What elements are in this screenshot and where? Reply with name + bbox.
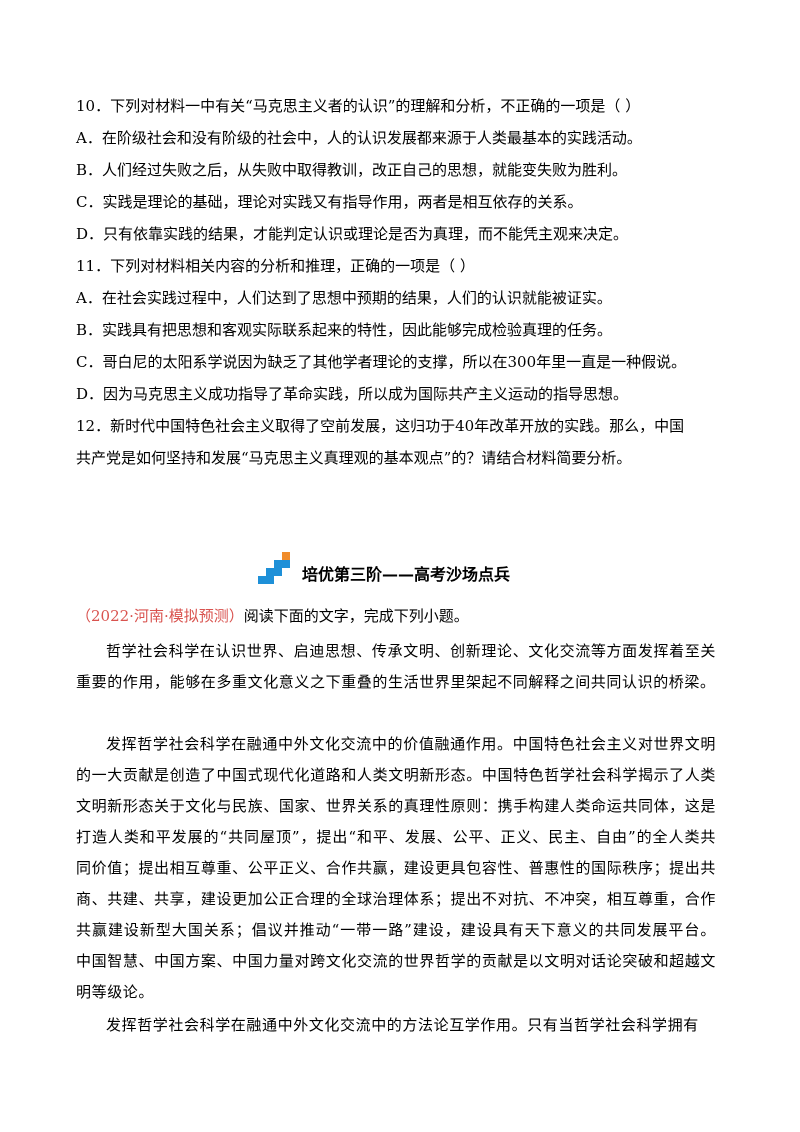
- stair-blocks-icon: [258, 552, 290, 584]
- source-instruction: 阅读下面的文字，完成下列小题。: [243, 607, 469, 625]
- question-10-option-b: B．人们经过失败之后，从失败中取得教训，改正自己的思想，就能变失败为胜利。: [76, 161, 628, 179]
- question-10-option-a: A．在阶级社会和没有阶级的社会中，人的认识发展都来源于人类最基本的实践活动。: [76, 129, 642, 147]
- passage-paragraph-1: 哲学社会科学在认识世界、启迪思想、传承文明、创新理论、文化交流等方面发挥着至关重…: [76, 642, 716, 691]
- question-10-option-d: D．只有依靠实践的结果，才能判定认识或理论是否为真理，而不能凭主观来决定。: [76, 225, 629, 243]
- question-11-option-d: D．因为马克思主义成功指导了革命实践，所以成为国际共产主义运动的指导思想。: [76, 385, 629, 403]
- question-10-option-c: C．实践是理论的基础，理论对实践又有指导作用，两者是相互依存的关系。: [76, 193, 583, 211]
- source-line: （2022·河南·模拟预测）阅读下面的文字，完成下列小题。: [76, 606, 469, 626]
- section-header: 培优第三阶——高考沙场点兵: [258, 550, 578, 590]
- question-10-stem: 10．下列对材料一中有关“马克思主义者的认识”的理解和分析，不正确的一项是（ ）: [76, 97, 641, 115]
- question-12-stem-line-1: 12．新时代中国特色社会主义取得了空前发展，这归功于40年改革开放的实践。那么，…: [76, 417, 685, 435]
- passage-paragraph-2: 发挥哲学社会科学在融通中外文化交流中的价值融通作用。中国特色社会主义对世界文明的…: [76, 735, 716, 1001]
- question-11-stem: 11．下列对材料相关内容的分析和推理，正确的一项是（ ）: [76, 257, 475, 275]
- question-12-stem-line-2: 共产党是如何坚持和发展“马克思主义真理观的基本观点”的？请结合材料简要分析。: [76, 449, 632, 467]
- section-title: 培优第三阶——高考沙场点兵: [302, 565, 511, 584]
- question-11-option-c: C．哥白尼的太阳系学说因为缺乏了其他学者理论的支撑，所以在300年里一直是一种假…: [76, 353, 687, 371]
- question-11-option-b: B．实践具有把思想和客观实际联系起来的特性，因此能够完成检验真理的任务。: [76, 321, 613, 339]
- source-tag: （2022·河南·模拟预测）: [76, 607, 244, 625]
- passage-paragraph-3: 发挥哲学社会科学在融通中外文化交流中的方法论互学作用。只有当哲学社会科学拥有: [106, 1016, 699, 1034]
- question-11-option-a: A．在社会实践过程中，人们达到了思想中预期的结果，人们的认识就能被证实。: [76, 289, 612, 307]
